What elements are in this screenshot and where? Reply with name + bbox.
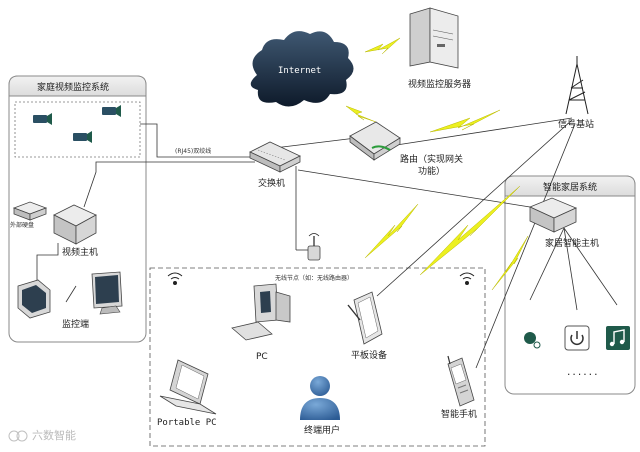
- tablet-label: 平板设备: [351, 351, 388, 361]
- desktop-pc-icon: [231, 283, 291, 341]
- lightning-icon: [345, 105, 377, 123]
- home-smart-host-label: 家居智能主机: [545, 239, 600, 249]
- smart-home-title: 智能家居系统: [543, 183, 598, 193]
- camera-icon: [33, 113, 52, 125]
- user-icon: [300, 376, 340, 420]
- smart-home-group: [504, 175, 636, 395]
- wireless-node-label: 无线节点（如：无线路由器）: [275, 275, 354, 282]
- router-label-line2: 功能）: [418, 167, 446, 177]
- lightning-icon: [419, 185, 521, 276]
- watermark-text: 六数智能: [32, 429, 76, 442]
- camera-icon: [102, 105, 121, 117]
- internet-label: Internet: [278, 66, 322, 76]
- switch-label: 交换机: [258, 179, 286, 189]
- cable-label: (RJ45)双绞线: [175, 148, 212, 155]
- signal-tower-icon: [565, 56, 589, 115]
- watermark-logo: [8, 430, 28, 442]
- lcd-monitor-icon: [91, 271, 123, 315]
- router-icon: [349, 121, 401, 161]
- wifi-signal-icon: [167, 272, 183, 285]
- pc-label: PC: [256, 352, 268, 362]
- wireless-links: [345, 37, 529, 291]
- lightning-icon: [429, 109, 501, 133]
- smartphone-label: 智能手机: [441, 410, 478, 420]
- wireless-area: [149, 267, 486, 447]
- music-icon: [606, 326, 630, 350]
- video-host-icon: [53, 204, 97, 245]
- external-disk-icon: [12, 201, 48, 221]
- external-disk-label: 外部硬盘: [10, 222, 35, 229]
- video-server-icon: [409, 7, 459, 69]
- crt-monitor-icon: [17, 279, 51, 319]
- dots-label: ......: [566, 368, 599, 378]
- tablet-icon: [347, 291, 383, 345]
- power-switch-icon: [564, 325, 590, 351]
- wifi-signal-icon: [459, 272, 475, 285]
- video-server-label: 视频监控服务器: [408, 80, 472, 90]
- laptop-icon: [159, 359, 217, 415]
- home-smart-host-icon: [528, 197, 578, 233]
- smartphone-icon: [447, 355, 475, 407]
- lightning-icon: [364, 37, 401, 55]
- monitor-terminal-label: 监控端: [62, 320, 90, 330]
- portable-pc-label: Portable PC: [157, 418, 217, 428]
- lightning-icon: [364, 203, 419, 259]
- router-label: 路由（实现网关: [400, 155, 464, 165]
- video-host-label: 视频主机: [62, 248, 99, 258]
- wireless-node-icon: [307, 233, 321, 261]
- internet-cloud: [250, 31, 354, 107]
- home-video-monitoring-title: 家庭视频监控系统: [37, 83, 110, 93]
- end-user-label: 终端用户: [304, 426, 341, 436]
- switch-icon: [249, 141, 301, 173]
- lightning-icon: [491, 235, 529, 291]
- base-station-label: 信号基站: [558, 120, 595, 130]
- smart-light-icon: [524, 332, 541, 349]
- camera-icon: [73, 131, 92, 143]
